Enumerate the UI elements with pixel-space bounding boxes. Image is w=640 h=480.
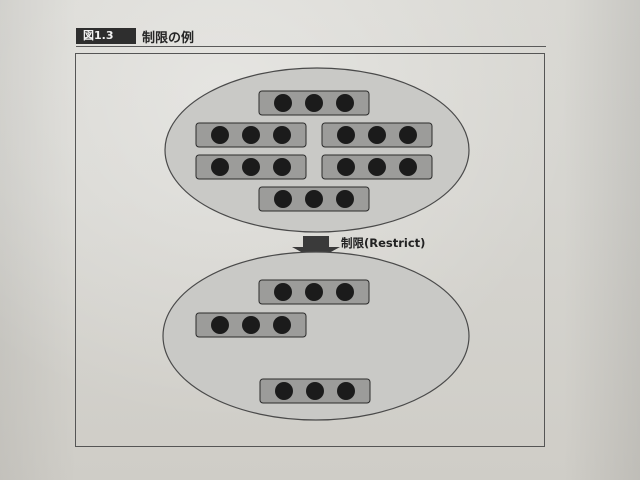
element-dot: [368, 126, 386, 144]
element-dot: [399, 126, 417, 144]
set-after: [162, 251, 470, 421]
before-group-1: [258, 90, 370, 116]
element-dot: [337, 126, 355, 144]
before-group-2: [195, 122, 307, 148]
restrict-label: 制限(Restrict): [341, 236, 426, 250]
element-dot: [274, 190, 292, 208]
figure-number: 図1.3: [76, 28, 136, 44]
element-dot: [305, 283, 323, 301]
set-before: [164, 67, 470, 233]
figure-frame: [75, 53, 545, 447]
figure-title-rule: [76, 46, 546, 47]
before-group-6: [258, 186, 370, 212]
element-dot: [211, 126, 229, 144]
element-dot: [336, 94, 354, 112]
set-before-groups: [195, 90, 433, 212]
element-dot: [275, 382, 293, 400]
element-dot: [305, 94, 323, 112]
element-dot: [274, 94, 292, 112]
set-after-groups: [195, 279, 371, 404]
element-dot: [368, 158, 386, 176]
element-dot: [305, 190, 323, 208]
element-dot: [273, 126, 291, 144]
element-dot: [211, 316, 229, 334]
element-dot: [273, 316, 291, 334]
element-dot: [274, 283, 292, 301]
after-group-6: [259, 378, 371, 404]
element-dot: [211, 158, 229, 176]
figure-title: 制限の例: [142, 31, 195, 46]
element-dot: [399, 158, 417, 176]
element-dot: [242, 158, 260, 176]
before-group-4: [195, 154, 307, 180]
before-group-3: [321, 122, 433, 148]
element-dot: [242, 126, 260, 144]
after-group-2: [195, 312, 307, 338]
element-dot: [336, 283, 354, 301]
element-dot: [336, 190, 354, 208]
element-dot: [306, 382, 324, 400]
element-dot: [242, 316, 260, 334]
before-group-5: [321, 154, 433, 180]
element-dot: [273, 158, 291, 176]
element-dot: [337, 158, 355, 176]
after-group-1: [258, 279, 370, 305]
element-dot: [337, 382, 355, 400]
restrict-arrow-icon: [292, 236, 340, 260]
